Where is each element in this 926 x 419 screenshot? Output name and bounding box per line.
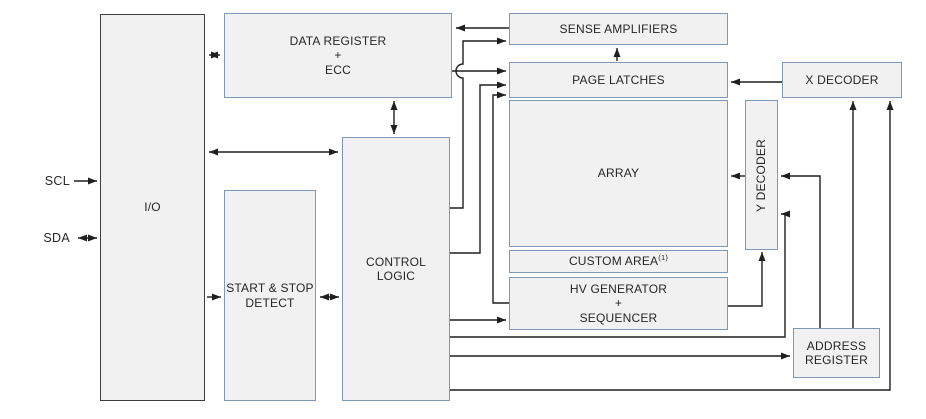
wire-control-logic-to-page-latches [450,81,506,254]
block-page-latches: PAGE LATCHES [509,62,728,98]
block-address-register: ADDRESS REGISTER [793,328,880,378]
block-start-stop-detect: START & STOP DETECT [224,190,316,401]
block-sense-amplifiers-label: SENSE AMPLIFIERS [559,21,678,36]
wire-control-logic-to-y-decoder [450,210,790,338]
block-start-stop-detect-label: START & STOP DETECT [226,281,314,310]
wire-hv-generator-to-page-latches [492,91,509,304]
block-x-decoder: X DECODER [782,62,902,98]
block-hv-generator-sequencer-label: HV GENERATOR + SEQUENCER [569,281,668,325]
pin-label-scl: SCL [44,174,70,188]
block-hv-generator-sequencer: HV GENERATOR + SEQUENCER [509,277,728,330]
block-page-latches-label: PAGE LATCHES [572,72,665,87]
block-data-register-ecc-label: DATA REGISTER + ECC [289,33,387,77]
block-x-decoder-label: X DECODER [805,72,879,87]
block-data-register-ecc: DATA REGISTER + ECC [224,13,452,98]
block-array: ARRAY [509,100,728,247]
block-control-logic-label: CONTROL LOGIC [365,254,427,283]
block-y-decoder: Y DECODER [745,100,778,250]
wire-hv-generator-to-y-decoder [728,252,766,307]
block-sense-amplifiers: SENSE AMPLIFIERS [509,13,728,45]
block-io-label: I/O [144,200,161,215]
wire-control-logic-to-sense-amplifiers [450,37,506,209]
block-custom-area-label: CUSTOM AREA(1) [568,253,669,269]
wire-address-register-to-y-decoder [781,172,821,328]
block-address-register-label: ADDRESS REGISTER [805,338,868,367]
block-array-label: ARRAY [597,166,640,181]
wire-control-logic-to-x-decoder [450,101,894,391]
pin-label-sda: SDA [43,231,70,245]
block-io: I/O [100,14,205,401]
block-control-logic: CONTROL LOGIC [342,137,450,401]
custom-area-footnote: (1) [658,253,669,263]
block-custom-area: CUSTOM AREA(1) [509,250,728,273]
block-y-decoder-label: Y DECODER [754,138,769,212]
